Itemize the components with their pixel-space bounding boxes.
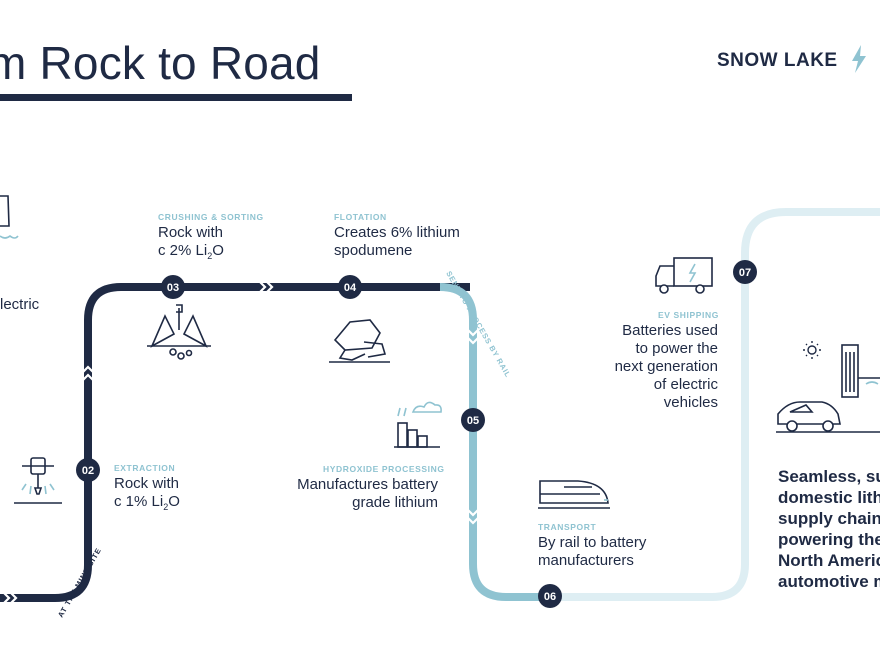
step-04-line2: spodumene [334,242,413,259]
step-02-chem: c 1% Li [114,493,164,510]
node-05: 05 [461,408,485,432]
step-05-caption: HYDROXIDE PROCESSING [323,464,445,474]
partial-tower-icon [0,195,19,239]
step-03-line2: c 2% Li2O [158,242,224,265]
step-03-line1: Rock with [158,224,224,241]
crusher-icon [147,304,211,360]
step-07-line1: Batteries used [622,322,718,339]
step-03-sub: 2 [207,251,213,261]
node-06: 06 [538,584,562,608]
closing-line-2: domestic lithi [778,488,880,507]
step-04-text: Creates 6% lithium spodumene [334,224,460,260]
node-02: 02 [76,458,100,482]
left-fragment-text: lectric [0,296,40,313]
step-06-line1: By rail to battery [538,534,647,551]
train-icon [538,480,610,509]
closing-line-6: automotive m [778,572,880,591]
page-title: m Rock to Road [0,37,321,89]
factory-icon [394,401,442,448]
step-05-line2: grade lithium [352,494,438,511]
node-03: 03 [161,275,185,299]
step-06-line2: manufacturers [538,552,634,569]
step-02-caption: EXTRACTION [114,463,176,473]
step-03-caption: CRUSHING & SORTING [158,212,264,222]
closing-line-1: Seamless, sus [778,467,880,486]
step-04-caption: FLOTATION [334,212,387,222]
sent-by-rail-label: SENT TO PROCESS BY RAIL [444,270,513,380]
step-05-line1: Manufactures battery [297,476,438,493]
closing-line-4: powering the [778,530,880,549]
step-03-chem: c 2% Li [158,242,208,259]
node-06-label: 06 [544,591,556,603]
step-02-line1: Rock with [114,475,180,492]
step-07-caption: EV SHIPPING [658,310,719,320]
truck-icon [655,257,713,294]
car-icon [776,401,880,433]
step-03-chem-suffix: O [212,242,224,259]
step-03-text: Rock with c 2% Li2O [158,224,224,265]
step-02-text: Rock with c 1% Li2O [114,475,180,516]
node-02-label: 02 [82,465,94,477]
track-mine-site [0,283,470,602]
at-mine-site-label: AT THE MINE SITE [56,546,103,619]
brand-name: SNOW LAKE [717,50,838,71]
step-07-line5: vehicles [663,394,718,411]
rocks-icon [329,319,390,363]
track-rail [439,283,560,601]
node-07: 07 [733,260,757,284]
step-02-chem-suffix: O [168,493,180,510]
step-04-line1: Creates 6% lithium [334,224,460,241]
chevron-arrows [3,281,479,604]
step-02-line2: c 1% Li2O [114,493,180,516]
lightning-bolt-icon [852,45,867,73]
jackhammer-icon [14,457,62,504]
closing-statement: Seamless, sus domestic lithi supply chai… [778,466,880,592]
node-03-label: 03 [167,282,179,294]
step-07-line3: next generation [614,358,718,375]
step-06-caption: TRANSPORT [538,522,597,532]
step-07-line2: to power the [635,340,718,357]
node-04-label: 04 [344,282,357,294]
step-07-line4: of electric [653,376,718,393]
step-05-text: Manufactures battery grade lithium [290,476,438,512]
node-04: 04 [338,275,362,299]
step-07-text: Batteries used to power the next generat… [598,322,718,412]
step-02-sub: 2 [163,502,169,512]
node-05-label: 05 [467,415,479,427]
building-icon [841,344,880,398]
track-market [560,208,880,601]
title-underline [0,94,352,101]
step-06-text: By rail to battery manufacturers [538,534,646,570]
closing-line-3: supply chain [778,509,880,528]
closing-line-5: North Americ [778,551,880,570]
node-07-label: 07 [739,267,751,279]
sun-icon [803,341,821,359]
